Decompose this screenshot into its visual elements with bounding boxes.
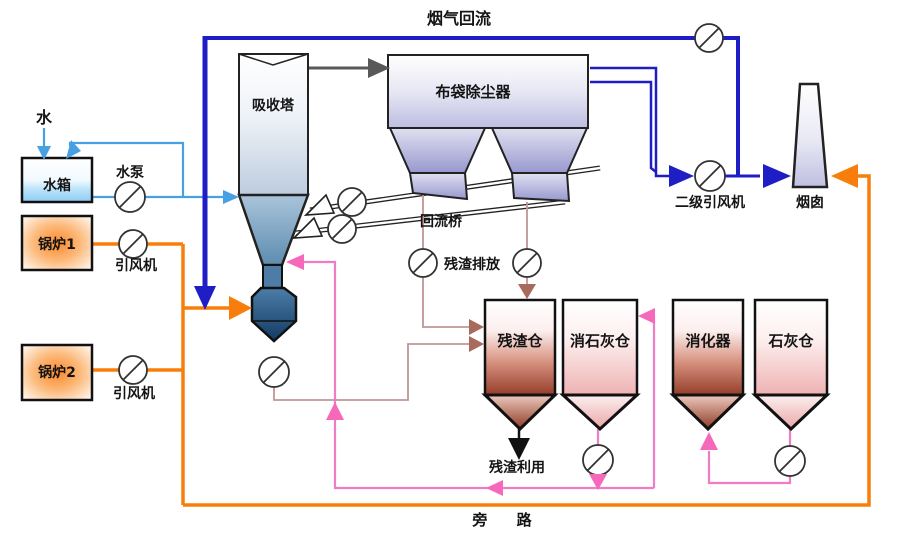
boiler-2: [20, 343, 94, 402]
residue-utilization-arrow: [508, 438, 530, 460]
lime-to-slaker-line: [707, 429, 792, 485]
bag-filter-hopper-2-outlet: [510, 172, 571, 203]
hydrated-lime-pump: [582, 444, 614, 476]
return-bridge-label: 回流桥: [420, 213, 463, 230]
bagfilter-outlet-duct-b: [590, 80, 657, 173]
water-tank: [20, 156, 94, 204]
gas-to-bagfilter-arrow: [368, 58, 390, 78]
lime-pump: [774, 445, 806, 477]
flue-gas-lines: [202, 36, 760, 288]
lime-riser-arrow: [326, 402, 344, 420]
hydrated-lime-silo-label: 消石灰仓: [570, 332, 631, 350]
recirculation-fan-symbol: [694, 23, 724, 53]
id-fan-1-symbol: [118, 229, 148, 259]
residue-lines: [273, 194, 528, 401]
residue-silo: [481, 298, 559, 432]
absorber-lid: [238, 53, 309, 66]
water-to-absorber-arrow: [223, 190, 239, 204]
absorber-body: [238, 53, 309, 196]
bypass-to-chimney-arrow: [831, 164, 858, 188]
secondary-id-fan-symbol: [694, 160, 726, 192]
hydrated-lime-silo-cone: [559, 393, 641, 432]
recirculation-line: [205, 36, 740, 176]
bypass-label: 旁 路: [471, 511, 543, 529]
bag-filter-label: 布袋除尘器: [435, 83, 511, 101]
residue-silo-label: 残渣仓: [497, 332, 543, 350]
chimney-label: 烟囱: [796, 194, 824, 211]
bag-filter-hopper-2: [490, 127, 589, 174]
absorber-label: 吸收塔: [252, 97, 295, 114]
hopper1-residue-line: [422, 194, 470, 328]
bridge-pump-lower: [327, 214, 357, 244]
hotgas-to-absorber-arrow: [229, 296, 252, 320]
slaker-cone: [669, 393, 747, 432]
residue-in-arrow-top: [518, 284, 536, 299]
residue-utilization-label: 残渣利用: [489, 459, 545, 476]
absorber-discharge-pump: [258, 356, 290, 388]
bridge-hollow-arrow-upper: [303, 193, 336, 216]
fan-inlet-stub: [654, 170, 671, 178]
lime-silo-cone: [751, 393, 831, 432]
lime-header-arrow: [486, 480, 503, 496]
residue-in-arrow-lower: [469, 336, 484, 352]
residue-silo-cone: [481, 393, 559, 432]
water-pump-symbol: [114, 181, 146, 213]
bagfilter-outlet-duct-a: [590, 66, 658, 170]
gas-to-fan-arrow: [669, 165, 694, 187]
lime-silo-body: [753, 298, 829, 397]
hydrated-pump-down-arrow: [589, 474, 607, 490]
bag-filter: [387, 54, 589, 203]
id-fan-2-symbol: [118, 355, 148, 385]
boiler-1-label: 锅炉1: [38, 236, 76, 253]
bridge-hollow-arrow-lower: [291, 216, 324, 239]
lime-to-neck-arrow: [286, 254, 304, 270]
bridge-pump-upper: [337, 187, 367, 217]
pumps-and-fans: [114, 23, 806, 477]
hydrated-lime-silo: [559, 298, 641, 432]
fan-2-label: 引风机: [113, 385, 155, 402]
fan-1-label: 引风机: [115, 257, 157, 274]
water-inlet-arrow: [37, 146, 51, 160]
absorber-bottom-vessel: [250, 286, 298, 343]
residue-in-arrow-upper: [469, 319, 484, 335]
gas-to-chimney-arrow: [763, 164, 791, 188]
recirc-down-arrow: [194, 286, 216, 310]
to-hydrated-silo-arrow: [638, 308, 655, 324]
bag-filter-body: [387, 54, 589, 129]
labels: 烟气回流 水 水箱 水泵 锅炉1 引风机 锅炉2 引风机 吸收塔 布袋除尘器 回…: [36, 9, 824, 529]
bypass-line: [183, 174, 871, 507]
water-tank-label: 水箱: [43, 177, 71, 194]
boiler-1: [20, 214, 94, 272]
residue-discharge-pump-1: [408, 248, 438, 278]
water-label: 水: [36, 108, 53, 127]
chimney: [791, 82, 829, 189]
bag-filter-hopper-1-outlet: [408, 172, 469, 201]
flue-gas-return-label: 烟气回流: [427, 9, 491, 28]
residue-discharge-pump-2: [512, 248, 542, 278]
lime-silo: [751, 298, 831, 432]
lime-silo-label: 石灰仓: [767, 332, 814, 350]
water-pump-label: 水泵: [116, 164, 144, 181]
arrowheads: [37, 58, 858, 496]
residue-discharge-label: 残渣排放: [444, 256, 501, 273]
absorber-tower: [237, 53, 310, 343]
hot-gas-lines: [92, 174, 871, 507]
bag-filter-hopper-1: [388, 127, 487, 174]
slaker-label: 消化器: [685, 332, 731, 350]
absorber-residue-line: [273, 343, 470, 401]
absorber-cone: [237, 193, 310, 267]
secondary-fan-label: 二级引风机: [675, 194, 745, 211]
to-slaker-arrow: [700, 432, 718, 450]
boiler-2-label: 锅炉2: [38, 364, 76, 381]
water-recycle-arrow: [66, 140, 81, 159]
slaker: [669, 298, 747, 432]
absorber-neck: [262, 264, 283, 289]
